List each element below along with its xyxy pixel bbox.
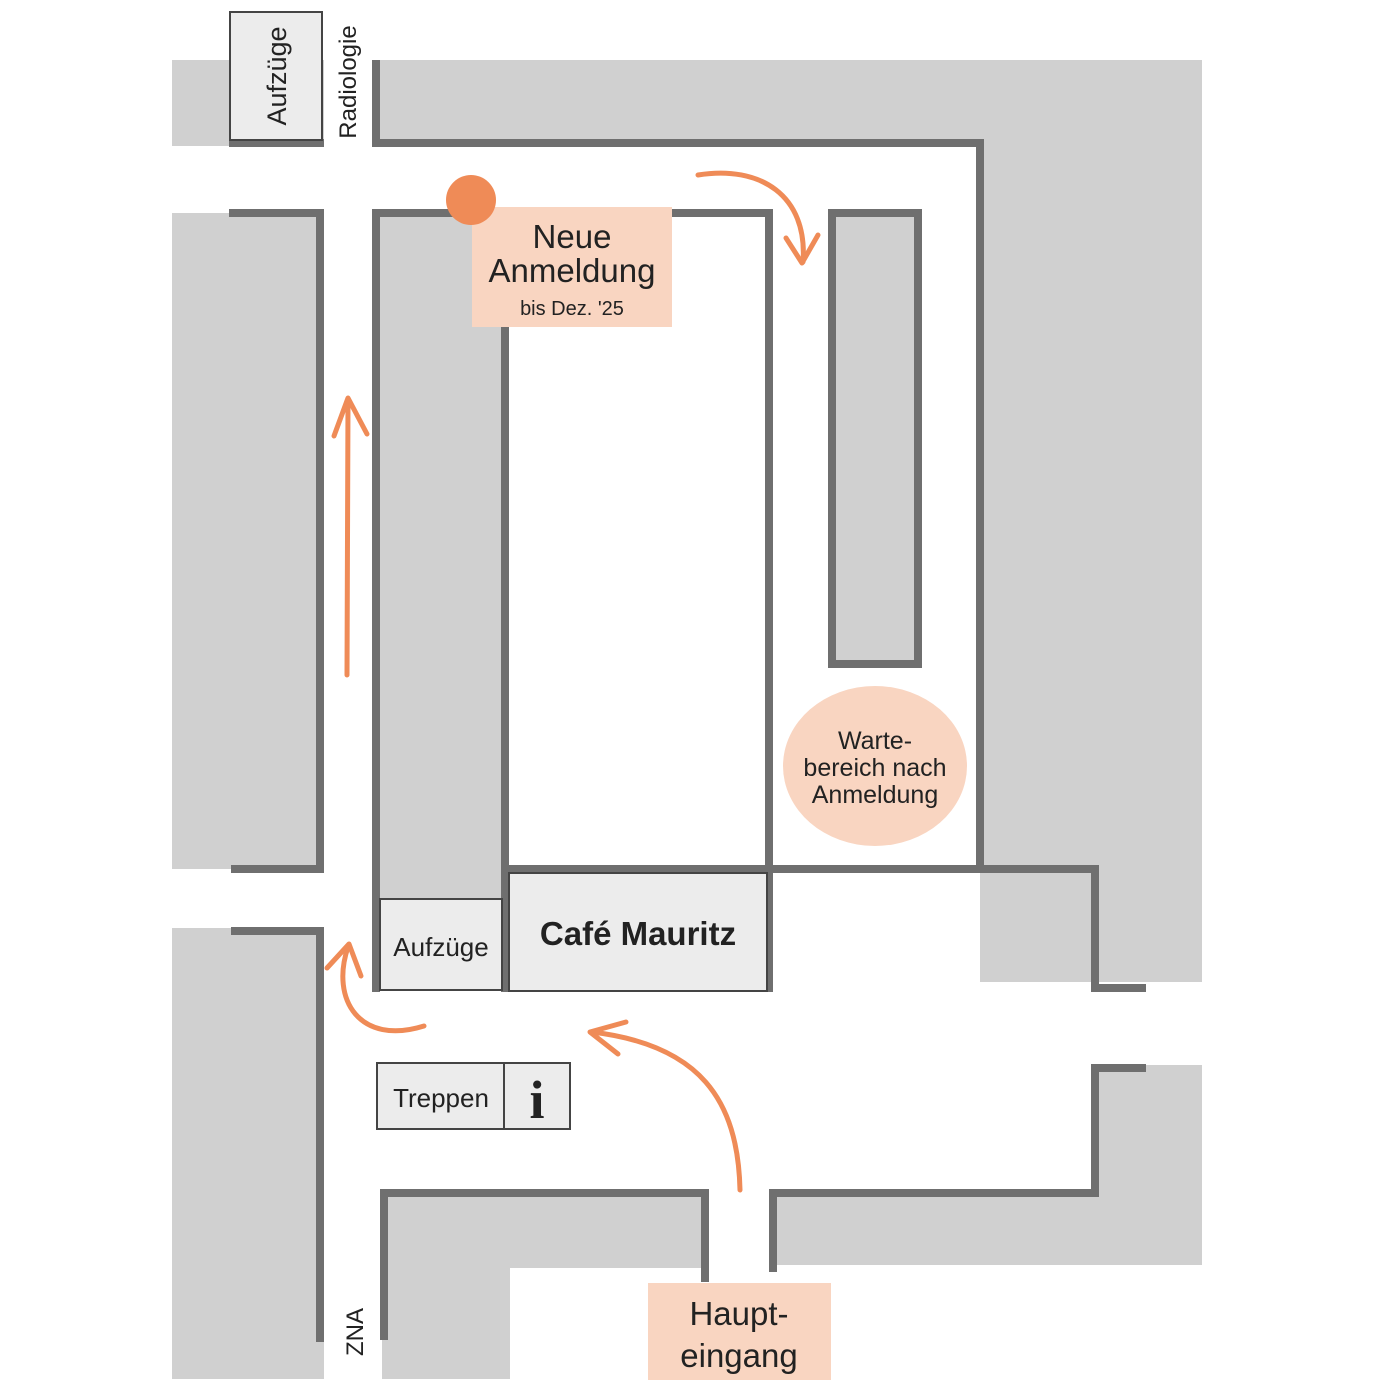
cafe-label: Café Mauritz [540, 915, 736, 952]
block-right-upper [980, 60, 1202, 982]
info-point: i [503, 1062, 571, 1130]
neue-anmeldung-line1: Neue [533, 218, 612, 255]
info-icon: i [529, 1070, 544, 1130]
block-right-column [832, 213, 918, 664]
aufzuege-top-room: Aufzüge [229, 11, 323, 141]
warte-line3: Anmeldung [812, 781, 938, 809]
zna-label: ZNA [342, 1308, 369, 1356]
arrow-to-waiting [695, 170, 806, 265]
arrow-entrance-head [587, 1019, 629, 1057]
route-arrows [324, 170, 821, 1193]
walls [229, 60, 1146, 1342]
block-left-lower [172, 928, 324, 1379]
aufzuege-bottom-label: Aufzüge [393, 932, 488, 962]
warte-line1: Warte- [838, 727, 912, 755]
haupteingang-box: Haupt- eingang [648, 1283, 831, 1380]
neue-anmeldung-line2: Anmeldung [489, 252, 656, 289]
block-left-upper [172, 213, 324, 869]
waiting-column [828, 209, 922, 668]
aufzuege-bottom-room: Aufzüge [379, 898, 503, 991]
arrow-up-corridor-head [331, 395, 370, 439]
haupt-line1: Haupt- [689, 1295, 788, 1332]
aufzuege-top-label: Aufzüge [262, 26, 292, 125]
cafe-mauritz-room: Café Mauritz [508, 872, 768, 992]
arrow-up-corridor [344, 397, 351, 678]
treppen-room: Treppen [376, 1062, 505, 1130]
arrow-to-corridor-head [324, 941, 364, 979]
wartebereich-area: Warte- bereich nach Anmeldung [783, 686, 967, 846]
radiologie-label: Radiologie [335, 25, 362, 138]
building-blocks [172, 60, 1202, 1379]
arrow-to-corridor [340, 944, 427, 1034]
haupt-line2: eingang [680, 1337, 797, 1374]
neue-anmeldung-sub: bis Dez. '25 [520, 298, 624, 320]
treppen-label: Treppen [393, 1083, 489, 1113]
warte-line2: bereich nach [803, 754, 946, 782]
neue-anmeldung-box: Neue Anmeldung bis Dez. '25 [472, 207, 672, 327]
arrow-to-waiting-head [783, 232, 821, 266]
location-dot-icon [446, 175, 496, 225]
block-bottom-center [382, 1193, 703, 1379]
arrow-entrance [589, 1029, 743, 1193]
block-inner-column [376, 213, 505, 899]
block-bottom-right [773, 1193, 1202, 1265]
